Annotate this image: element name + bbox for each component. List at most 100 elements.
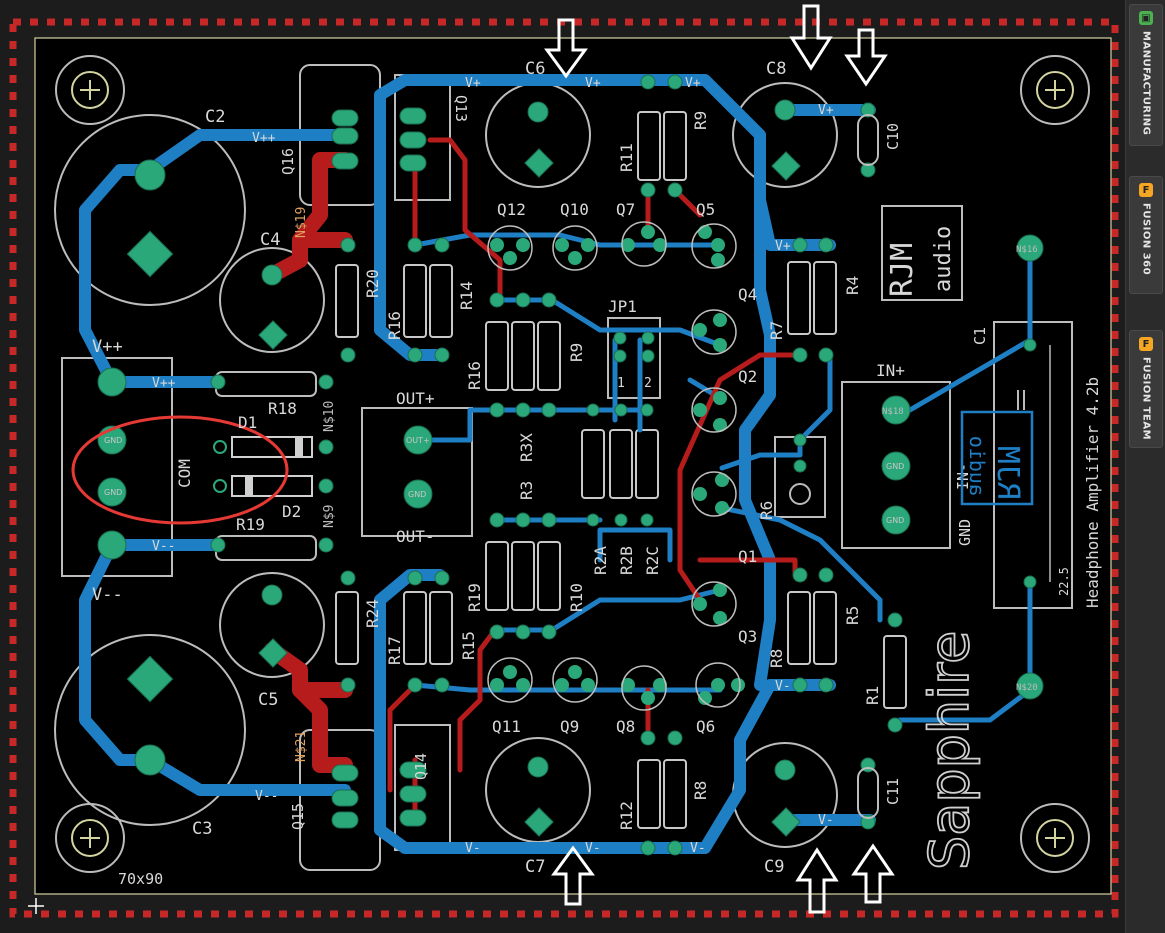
- pad-label-out: OUT+: [406, 436, 430, 445]
- label-net-n16: N$16: [1016, 245, 1038, 255]
- label-vpp-trace-2: V++: [152, 376, 176, 391]
- resistor-bodies: [335, 111, 907, 829]
- label-r11: R9: [567, 343, 586, 362]
- top-copper-traces: [264, 137, 803, 823]
- annotation-ellipse: [71, 415, 289, 525]
- label-q7: Q7: [616, 200, 635, 219]
- label-vp-trace-2: V+: [585, 76, 601, 91]
- label-r15: R14: [457, 281, 476, 310]
- label-r8: R8: [767, 649, 786, 668]
- bottom-copper-traces: [79, 74, 1033, 854]
- label-r16: R15: [459, 631, 478, 660]
- label-vm-trace-2: V-: [585, 841, 601, 856]
- label-net-n10: N$10: [322, 401, 337, 432]
- tab-fusion-team[interactable]: F FUSION TEAM: [1129, 330, 1163, 448]
- label-vm-trace-4: V-: [775, 679, 791, 694]
- mirrored-logo: RJM audio: [960, 410, 1034, 506]
- tab-manufacturing[interactable]: ▣ MANUFACTURING: [1129, 4, 1163, 146]
- label-q3: Q3: [738, 627, 757, 646]
- label-r7: R7: [767, 321, 786, 340]
- cursor-crosshair-icon: [28, 898, 44, 914]
- annotation-arrows: [544, 4, 895, 914]
- mounting-hole: [1020, 803, 1090, 873]
- power-label-vmm: V--: [92, 585, 123, 605]
- label-r14: R12: [617, 801, 636, 830]
- label-c5: C5: [258, 690, 278, 710]
- label-c9: C9: [764, 857, 784, 877]
- label-q16: Q16: [279, 148, 297, 175]
- label-q11: Q11: [492, 717, 521, 736]
- label-q9: Q9: [560, 717, 579, 736]
- transistor-pads: [490, 225, 745, 705]
- mounting-hole: [55, 55, 125, 125]
- svg-text:RJM: RJM: [990, 446, 1025, 500]
- label-r4: R4: [843, 276, 862, 295]
- pad-label-gnd: GND: [408, 490, 426, 499]
- label-q15: Q15: [289, 803, 307, 830]
- tab-fusion-360[interactable]: F FUSION 360: [1129, 176, 1163, 294]
- svg-text:audio: audio: [965, 436, 989, 496]
- manufacturing-icon: ▣: [1139, 11, 1153, 25]
- label-jp-pin-1: 1: [617, 376, 625, 391]
- power-label-com: COM: [175, 459, 194, 488]
- label-jp-pin-2: 2: [644, 376, 652, 391]
- label-vp-trace: V+: [465, 76, 481, 91]
- tab-fusion-360-label: FUSION 360: [1140, 203, 1152, 276]
- label-c8: C8: [766, 59, 786, 79]
- arrow-up-icon: [551, 845, 595, 906]
- brand-logo-audio: audio: [931, 226, 956, 292]
- label-q1: Q1: [738, 547, 757, 566]
- arrow-up-icon: [795, 847, 839, 914]
- fusion-icon: F: [1139, 183, 1153, 197]
- label-jp1: JP1: [608, 297, 637, 316]
- label-net-n20: N$20: [1016, 683, 1038, 693]
- label-r3: R3: [517, 481, 536, 500]
- output-label-plus: OUT+: [396, 389, 435, 408]
- label-net-n9: N$9: [322, 505, 337, 528]
- label-q13: Q13: [452, 95, 470, 122]
- label-q12: Q12: [497, 200, 526, 219]
- label-q4: Q4: [738, 285, 757, 304]
- label-vmm-trace-2: V--: [152, 539, 175, 554]
- pcb-canvas[interactable]: C2 C3 C4 C5 C6 C7 C8 C9 C10 C11 C1 Q12 Q…: [0, 0, 1125, 933]
- pad-label-gnd: GND: [886, 516, 904, 525]
- label-c6: C6: [525, 59, 545, 79]
- transistor-outlines: [487, 221, 741, 711]
- label-q8: Q8: [616, 717, 635, 736]
- label-q14: Q14: [412, 753, 430, 780]
- label-r23: R20: [363, 269, 382, 298]
- label-r21: R18: [268, 399, 297, 418]
- arrow-down-icon: [789, 4, 833, 71]
- small-capacitors: [857, 114, 879, 819]
- label-r2a: R2A: [591, 546, 610, 575]
- label-r24: R24: [363, 599, 382, 628]
- label-net-n19: N$19: [294, 207, 309, 238]
- label-c4: C4: [260, 230, 280, 250]
- label-c2: C2: [205, 107, 225, 127]
- pad-label-gnd: GND: [886, 462, 904, 471]
- label-vp-trace-4: V+: [775, 239, 791, 254]
- product-version: Headphone Amplifier 4.2b: [1083, 377, 1102, 608]
- label-r9: R9: [691, 111, 710, 130]
- label-r3x: R3X: [517, 433, 536, 462]
- label-vm-trace-3: V-: [690, 841, 706, 856]
- dimension-label: 22.5: [1057, 567, 1071, 596]
- label-d1: D1: [238, 413, 257, 432]
- label-c7: C7: [525, 857, 545, 877]
- label-r17: R16: [465, 361, 484, 390]
- board-size-label: 70x90: [118, 870, 163, 888]
- fusion-team-icon: F: [1139, 337, 1153, 351]
- arrow-down-icon: [544, 18, 588, 79]
- label-r18: R19: [465, 583, 484, 612]
- label-net-n18: N$18: [882, 407, 904, 417]
- label-vmm-trace: V--: [255, 789, 278, 804]
- label-r2b: R2B: [617, 546, 636, 575]
- label-r12: R10: [567, 583, 586, 612]
- output-label-minus: OUT-: [396, 527, 435, 546]
- label-c11: C11: [884, 778, 902, 805]
- label-vp-trace-3: V+: [685, 76, 701, 91]
- input-label-gnd: GND: [956, 519, 974, 546]
- brand-logo-rjm: RJM: [885, 243, 920, 297]
- label-q10: Q10: [560, 200, 589, 219]
- label-r6: R6: [757, 501, 776, 520]
